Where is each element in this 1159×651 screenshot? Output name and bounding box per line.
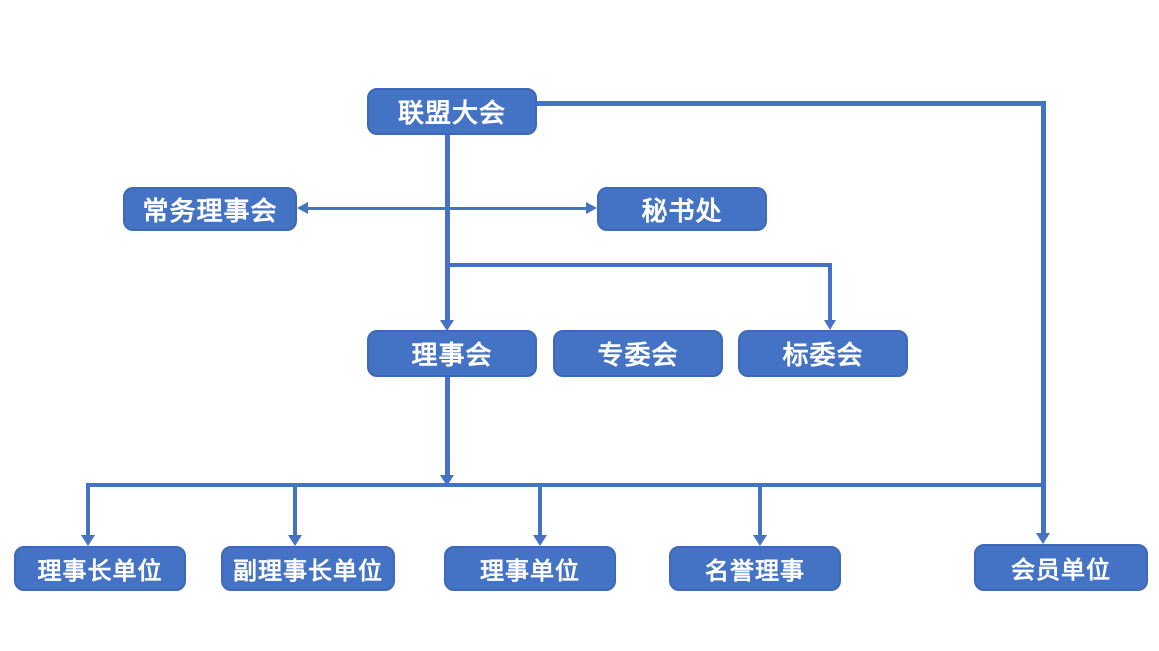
- connector-council-down-line: [445, 377, 450, 476]
- connector-drop-honorary-line: [758, 486, 762, 535]
- connector-right-vertical-line: [1041, 101, 1046, 533]
- node-alliance-congress: 联盟大会: [367, 88, 537, 135]
- arrow-down-into-bottom-rail-icon: [440, 475, 454, 486]
- node-standards-committee: 标委会: [738, 330, 908, 377]
- node-honorary-director: 名誉理事: [669, 546, 841, 591]
- connector-congress-right-horizontal-line: [537, 101, 1046, 106]
- connector-drop-vice-chairman-line: [293, 486, 297, 535]
- connector-branch-horizontal-line: [445, 263, 832, 267]
- arrow-down-into-standards-committee-icon: [824, 320, 836, 330]
- connector-drop-chairman-line: [86, 486, 90, 535]
- node-special-committee: 专委会: [553, 330, 723, 377]
- node-member-unit: 会员单位: [974, 544, 1148, 591]
- arrow-left-into-standing-council-icon: [297, 202, 308, 214]
- arrow-down-into-vice-chairman-unit-icon: [288, 535, 302, 546]
- arrow-down-into-honorary-director-icon: [753, 535, 767, 546]
- connector-standing-council-secretariat-line: [304, 207, 590, 210]
- node-secretariat: 秘书处: [597, 187, 767, 231]
- connector-congress-to-council-line: [445, 135, 450, 321]
- arrow-right-into-secretariat-icon: [586, 202, 597, 214]
- node-standing-council: 常务理事会: [123, 187, 297, 231]
- arrow-down-into-council-member-unit-icon: [533, 535, 547, 546]
- node-chairman-unit: 理事长单位: [14, 546, 186, 591]
- arrow-down-into-chairman-unit-icon: [81, 535, 95, 546]
- arrow-down-into-council-icon: [440, 320, 454, 331]
- arrow-down-into-member-unit-icon: [1036, 533, 1050, 544]
- node-vice-chairman-unit: 副理事长单位: [221, 546, 395, 591]
- connector-drop-council-member-line: [538, 486, 542, 535]
- node-council: 理事会: [367, 330, 537, 377]
- connector-bottom-rail-line: [86, 483, 1045, 487]
- node-council-member-unit: 理事单位: [444, 546, 616, 591]
- connector-branch-to-standards-line: [828, 263, 832, 321]
